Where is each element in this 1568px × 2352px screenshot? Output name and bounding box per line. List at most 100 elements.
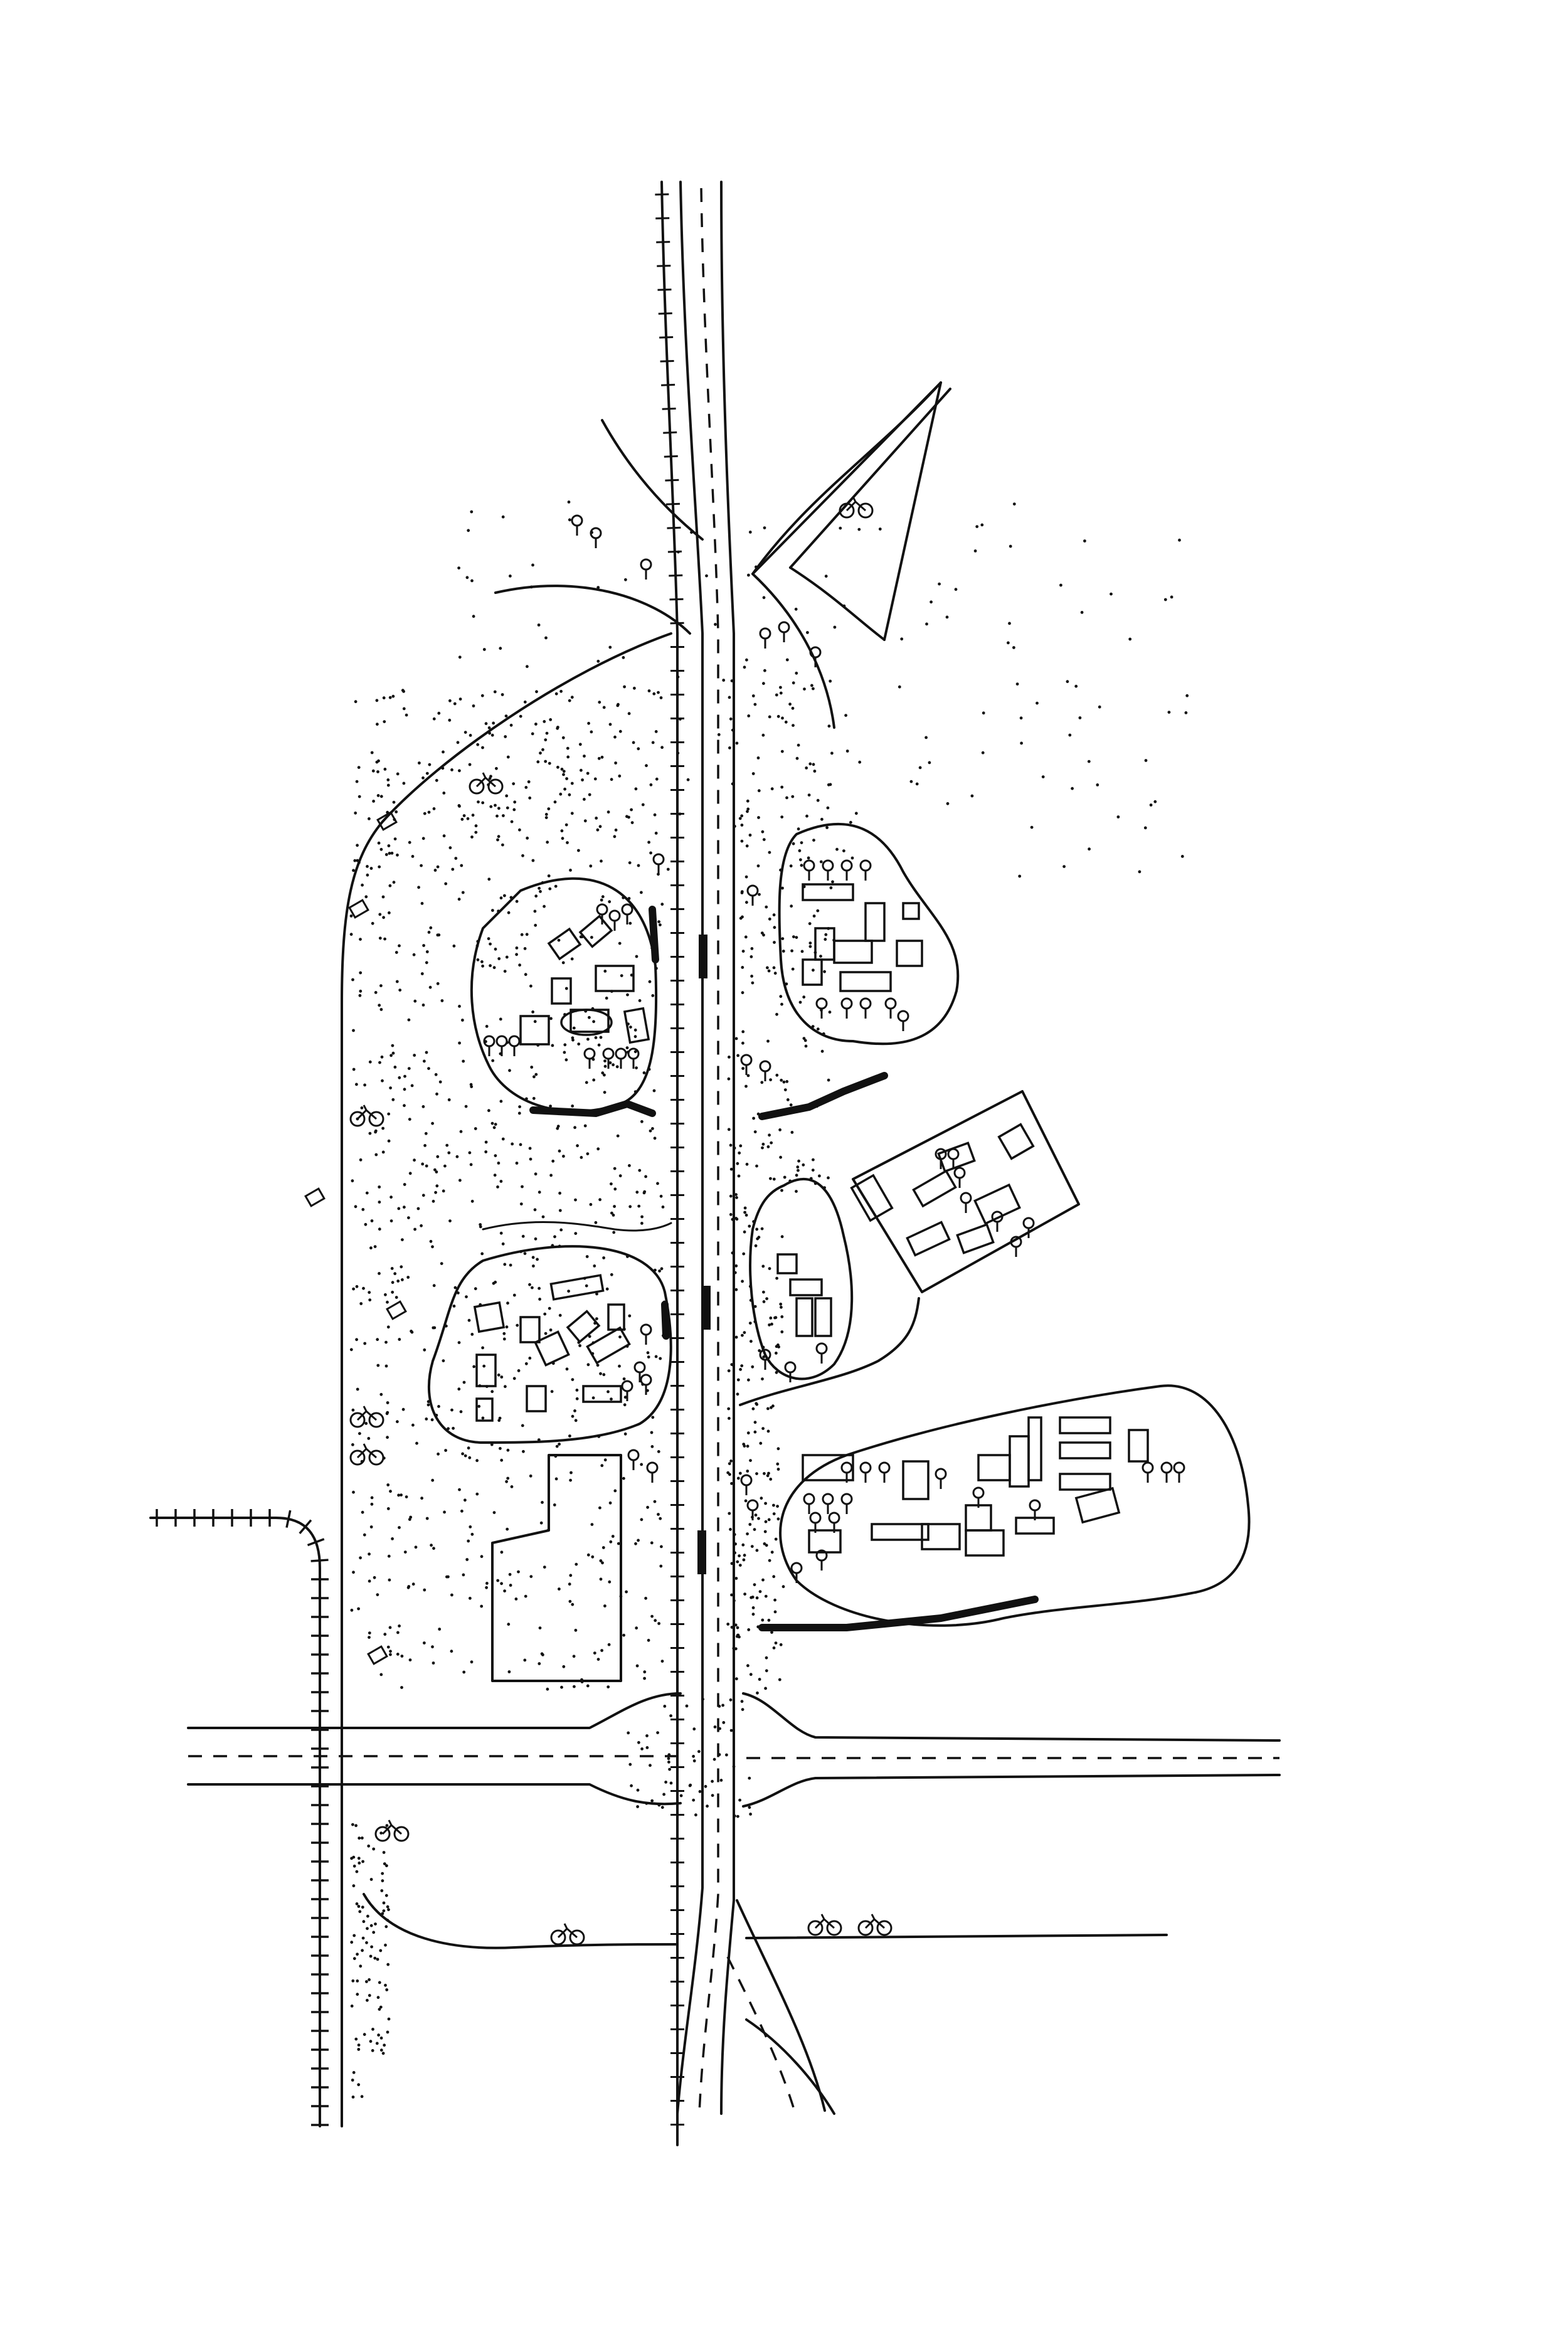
stipple-dot: [569, 1478, 572, 1482]
stipple-dot: [808, 945, 812, 948]
stipple-dot: [496, 1185, 499, 1189]
stipple-dot: [756, 756, 760, 760]
railway-tie: [655, 217, 670, 220]
stipple-dot: [813, 951, 817, 955]
stipple-dot: [580, 768, 583, 772]
stipple-dot: [423, 812, 426, 815]
stipple-dot: [767, 969, 771, 973]
stipple-dot: [550, 1390, 554, 1394]
stipple-dot: [430, 1418, 434, 1422]
stipple-dot: [383, 1633, 387, 1636]
stipple-dot: [748, 531, 752, 534]
stipple-dot: [586, 1037, 590, 1041]
stipple-dot: [729, 1729, 733, 1732]
bicycle-frame: [381, 1820, 402, 1835]
stipple-dot: [762, 596, 766, 600]
stipple-dot: [470, 835, 474, 839]
stipple-dot: [626, 993, 629, 997]
stipple-dot: [734, 1217, 738, 1220]
stipple-dot: [776, 1517, 780, 1521]
stipple-dot: [476, 958, 480, 961]
stipple-dot: [764, 1687, 767, 1690]
stipple-dot: [593, 1322, 596, 1325]
stipple-dot: [432, 1547, 435, 1550]
stipple-dot: [779, 1302, 783, 1306]
stipple-dot: [551, 1159, 555, 1163]
stipple-dot: [416, 1207, 420, 1210]
stipple-dot: [509, 896, 513, 899]
stipple-dot: [741, 1333, 744, 1337]
stipple-dot: [598, 1198, 601, 1202]
stipple-dot: [392, 881, 396, 884]
stipple-dot: [403, 1088, 406, 1091]
stipple-dot: [464, 1498, 467, 1502]
stipple-dot: [900, 637, 904, 641]
stipple-dot: [462, 814, 466, 817]
stipple-dot: [603, 1091, 607, 1094]
stipple-dot: [970, 794, 974, 798]
stipple-dot: [469, 734, 472, 737]
stipple-dot: [608, 900, 612, 904]
stipple-dot: [754, 1244, 758, 1248]
stipple-dot: [373, 1576, 376, 1579]
stipple-dot: [638, 1168, 642, 1172]
bicycle-wheel: [826, 1920, 842, 1936]
stipple-dot: [491, 1059, 495, 1062]
stipple-dot: [534, 723, 538, 726]
stipple-dot: [736, 1814, 739, 1818]
stipple-dot: [379, 2048, 383, 2052]
stipple-dot: [755, 1596, 759, 1600]
stipple-dot: [698, 1790, 702, 1793]
stipple-dot: [754, 1513, 758, 1517]
stipple-dot: [756, 1112, 760, 1116]
tree: [640, 558, 652, 571]
building: [839, 971, 892, 992]
stipple-dot: [575, 1389, 579, 1392]
stipple-dot: [366, 1998, 369, 2002]
stipple-dot: [452, 1426, 455, 1430]
stipple-dot: [559, 1228, 563, 1232]
stipple-dot: [734, 1288, 738, 1291]
stipple-dot: [690, 531, 693, 534]
stipple-dot: [734, 1264, 738, 1268]
stipple-dot: [368, 817, 371, 820]
stipple-dot: [445, 1324, 448, 1328]
stipple-dot: [420, 1224, 423, 1227]
stipple-dot: [593, 1651, 596, 1655]
stipple-dot: [583, 755, 586, 758]
stipple-dot: [469, 1525, 472, 1528]
stipple-dot: [780, 1235, 784, 1239]
stipple-dot: [499, 1099, 503, 1103]
tree: [652, 853, 665, 866]
stipple-dot: [458, 1179, 462, 1182]
stipple-dot: [358, 993, 362, 997]
stipple-dot: [358, 1836, 361, 1840]
stipple-dot: [354, 700, 358, 704]
stipple-dot: [549, 1328, 553, 1332]
stipple-dot: [567, 501, 571, 504]
stipple-dot: [625, 815, 628, 818]
stipple-dot: [425, 961, 428, 965]
stipple-dot: [358, 795, 361, 798]
stipple-dot: [738, 817, 742, 820]
stipple-dot: [589, 864, 593, 868]
stipple-dot: [1153, 800, 1157, 803]
stipple-dot: [591, 1007, 595, 1010]
stipple-dot: [581, 778, 584, 781]
stipple-dot: [445, 1143, 449, 1147]
stipple-dot: [628, 921, 632, 925]
stipple-dot: [450, 1650, 453, 1653]
stipple-dot: [480, 1252, 484, 1256]
stipple-dot: [789, 864, 793, 868]
building: [906, 1221, 951, 1257]
stipple-dot: [435, 1092, 438, 1096]
stipple-dot: [531, 1010, 534, 1014]
stipple-dot: [741, 1067, 744, 1070]
stipple-dot: [386, 1483, 390, 1486]
stipple-dot: [485, 1385, 489, 1389]
stipple-dot: [397, 1493, 400, 1497]
stipple-dot: [391, 1290, 395, 1294]
tree: [953, 1167, 966, 1179]
stipple-dot: [524, 786, 528, 789]
stipple-dot: [918, 766, 922, 770]
